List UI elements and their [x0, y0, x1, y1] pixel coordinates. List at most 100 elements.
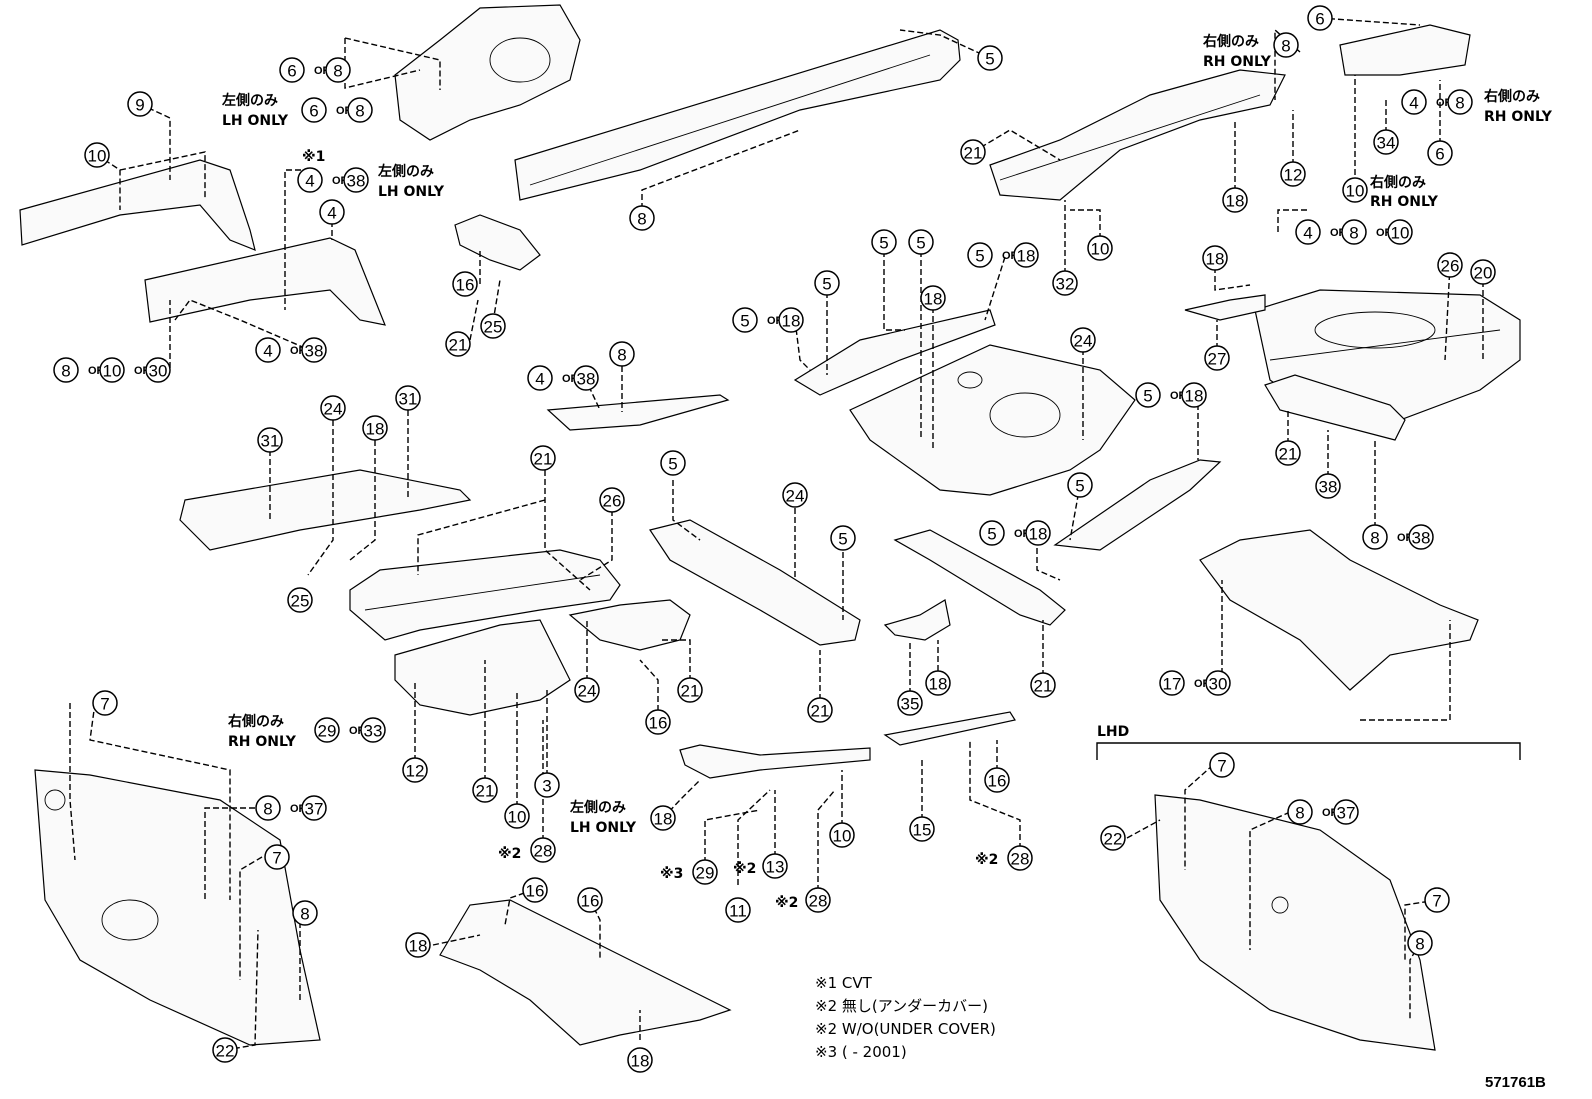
note-rh-only-en: RH ONLY — [1370, 194, 1439, 210]
callout-26: 26 — [1437, 252, 1463, 278]
callout-circle — [1341, 219, 1367, 245]
callout-5: 5 — [660, 450, 686, 476]
callout-circle — [778, 307, 804, 333]
callout-number: 6 — [1435, 145, 1444, 164]
callout-circle — [627, 1047, 653, 1073]
part-outlines — [19, 4, 1521, 1051]
callout-circle — [609, 341, 635, 367]
part-crossmember-4-38 — [546, 394, 730, 431]
note-lh-only-en: LH ONLY — [378, 184, 445, 200]
callout-number: 4 — [1303, 224, 1312, 243]
callout-number: 9 — [135, 96, 144, 115]
callout-28: 28 — [530, 837, 556, 863]
callout-number: 7 — [272, 849, 281, 868]
callout-number: 21 — [476, 782, 495, 801]
part-center-floor-pan — [849, 344, 1136, 496]
callout-33: 33 — [360, 717, 386, 743]
callout-circle — [127, 91, 153, 117]
callout-24: 24 — [1070, 327, 1096, 353]
callout-7: 7 — [1424, 887, 1450, 913]
callout-circle — [1159, 670, 1185, 696]
callout-number: 10 — [88, 147, 107, 166]
callout-21: 21 — [807, 697, 833, 723]
callout-number: 21 — [681, 682, 700, 701]
callout-circle — [1273, 32, 1299, 58]
callout-number: 18 — [409, 937, 428, 956]
callout-number: 16 — [649, 714, 668, 733]
callout-15: 15 — [909, 816, 935, 842]
callout-6: 6 — [1307, 5, 1333, 31]
callout-number: 18 — [1029, 525, 1048, 544]
part-dash-crossmember — [649, 519, 861, 646]
callout-number: 8 — [61, 362, 70, 381]
callout-number: 18 — [631, 1052, 650, 1071]
callout-13: 13 — [762, 853, 788, 879]
callout-circle — [967, 242, 993, 268]
callout-8: 8 — [347, 97, 373, 123]
callout-31: 31 — [395, 385, 421, 411]
footnote-4: ※3 ( - 2001) — [815, 1043, 907, 1061]
callout-circle — [725, 897, 751, 923]
callout-number: 18 — [1185, 387, 1204, 406]
callout-10: 10 — [1342, 177, 1368, 203]
callout-number: 8 — [355, 102, 364, 121]
callout-number: 3 — [542, 777, 551, 796]
callout-circle — [920, 285, 946, 311]
callout-number: 25 — [484, 318, 503, 337]
callout-number: 38 — [1412, 529, 1431, 548]
callout-26: 26 — [599, 487, 625, 513]
callout-number: 31 — [399, 390, 418, 409]
callout-5: 5 — [732, 307, 758, 333]
callout-circle — [1315, 473, 1341, 499]
callout-number: 21 — [1034, 677, 1053, 696]
callout-number: 18 — [1226, 192, 1245, 211]
callout-7: 7 — [264, 844, 290, 870]
callout-30: 30 — [145, 357, 171, 383]
callout-circle — [984, 767, 1010, 793]
callout-circle — [871, 229, 897, 255]
callout-number: 10 — [833, 827, 852, 846]
callout-8: 8 — [1287, 799, 1313, 825]
callout-number: 5 — [668, 455, 677, 474]
callout-number: 8 — [1281, 37, 1290, 56]
callout-number: 38 — [1319, 478, 1338, 497]
callout-21: 21 — [1275, 440, 1301, 466]
part-sill-reinforcement-15 — [883, 711, 1016, 746]
callout-24: 24 — [574, 677, 600, 703]
callout-5: 5 — [977, 45, 1003, 71]
callout-circle — [762, 853, 788, 879]
callout-circle — [814, 270, 840, 296]
callout-number: 8 — [300, 905, 309, 924]
callout-circle — [320, 395, 346, 421]
part-floor-side-rail-5-18 — [793, 309, 996, 396]
callout-12: 12 — [402, 757, 428, 783]
callout-18: 18 — [1181, 382, 1207, 408]
callout-number: 6 — [287, 62, 296, 81]
callout-6: 6 — [1427, 140, 1453, 166]
callout-5: 5 — [814, 270, 840, 296]
callout-number: 22 — [216, 1042, 235, 1061]
part-stiffener-line — [529, 54, 931, 186]
part-bracket-27 — [1184, 294, 1266, 321]
callout-number: 27 — [1208, 350, 1227, 369]
callout-4: 4 — [297, 167, 323, 193]
callout-number: 12 — [406, 762, 425, 781]
part-center-crossmember — [568, 599, 691, 651]
callout-29: 29 — [692, 859, 718, 885]
callout-17: 17 — [1159, 670, 1185, 696]
callout-number: 24 — [1074, 332, 1093, 351]
callout-circle — [92, 690, 118, 716]
callout-circle — [1407, 930, 1433, 956]
note-lh-only-jp: 左側のみ — [221, 92, 278, 109]
callout-number: 8 — [1295, 804, 1304, 823]
callout-circle — [897, 690, 923, 716]
note-rh-only-en: RH ONLY — [228, 734, 297, 750]
callout-number: 5 — [822, 275, 831, 294]
callout-circle — [362, 415, 388, 441]
callout-circle — [212, 1037, 238, 1063]
note-rh-only-jp: 右側のみ — [1202, 33, 1259, 50]
callout-number: 5 — [987, 525, 996, 544]
lhd-bracket — [1096, 742, 1521, 760]
callout-16: 16 — [645, 709, 671, 735]
